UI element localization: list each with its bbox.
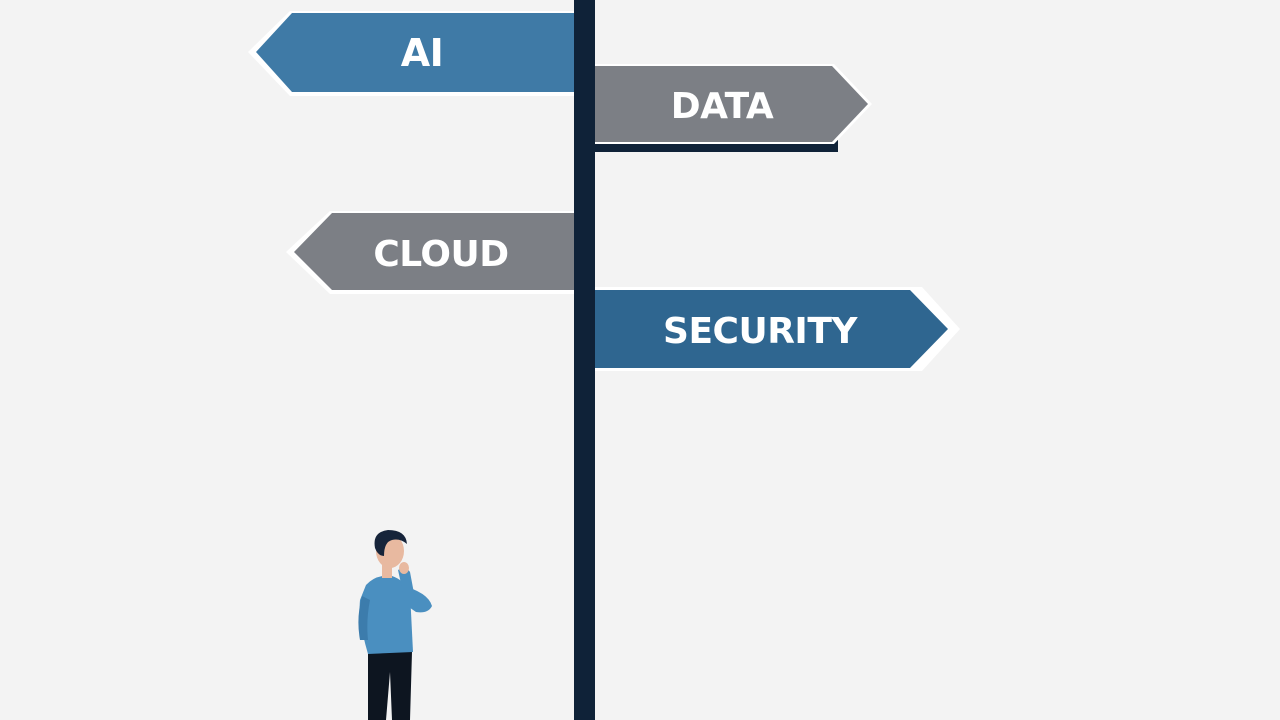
sign-security-label: SECURITY [663, 311, 858, 352]
sign-ai-board [256, 13, 575, 92]
sign-cloud-board [294, 213, 575, 290]
signpost-pole [574, 0, 595, 720]
sign-security-board [594, 290, 948, 368]
person-forearm [398, 568, 416, 606]
person-trousers [368, 652, 412, 720]
person-neck [382, 564, 392, 578]
sign-ai-label: AI [401, 31, 444, 75]
sign-cloud: CLOUD [286, 211, 575, 294]
sign-cloud-label: CLOUD [373, 234, 508, 275]
sign-data: DATA [594, 64, 872, 152]
sign-security: SECURITY [594, 287, 960, 371]
person-hair [374, 530, 407, 556]
person-left-arm [358, 596, 370, 640]
person-hand [399, 562, 409, 574]
sign-ai: AI [248, 11, 575, 96]
sign-data-board [594, 66, 868, 142]
person-thinking-icon [358, 530, 432, 720]
sign-data-label: DATA [671, 86, 774, 127]
